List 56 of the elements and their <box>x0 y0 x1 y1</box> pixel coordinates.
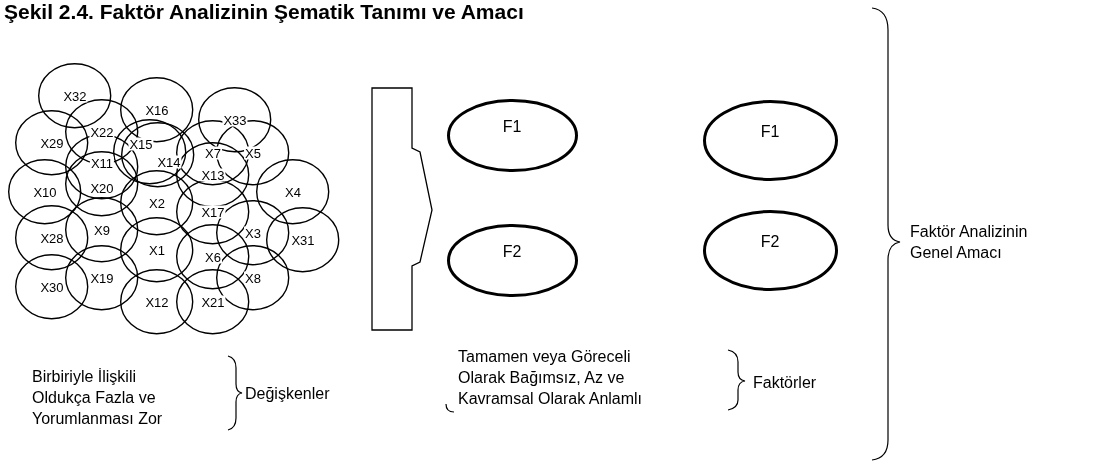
node-label: X5 <box>244 146 262 160</box>
variable-circle <box>120 170 194 236</box>
factor-ellipse <box>702 99 838 181</box>
node-label: X30 <box>39 280 65 294</box>
node-label: X12 <box>144 295 170 309</box>
node-label: X31 <box>290 233 316 247</box>
annotation-text: Tamamen veya Göreceli Olarak Bağımsız, Az ve Kavramsal Olarak Anlamlı <box>458 347 644 409</box>
node-label: X3 <box>244 226 262 240</box>
node-label: X21 <box>200 295 226 309</box>
variable-circle <box>38 63 112 129</box>
variable-circle <box>256 159 330 225</box>
node-label: X19 <box>89 271 115 285</box>
variable-circle <box>120 217 194 283</box>
node-label: X29 <box>39 136 65 150</box>
variable-circle <box>15 110 89 176</box>
node-label: X11 <box>89 156 115 170</box>
variable-circle <box>8 159 82 225</box>
variable-circle <box>266 207 340 273</box>
variable-circle <box>65 197 139 263</box>
node-label: X33 <box>222 113 248 127</box>
factor-ellipse <box>702 209 838 291</box>
node-label: X7 <box>204 146 222 160</box>
variable-circle <box>120 269 194 335</box>
variable-circle <box>15 205 89 271</box>
node-label: F2 <box>759 234 781 250</box>
node-label: X28 <box>39 231 65 245</box>
annotation-text: Faktör Analizinin Genel Amacı <box>910 222 1029 263</box>
block-arrow <box>370 86 436 334</box>
node-label: X9 <box>93 223 111 237</box>
factor-ellipse <box>446 98 578 172</box>
node-label: X15 <box>128 137 154 151</box>
node-label: X2 <box>148 196 166 210</box>
node-label: X16 <box>144 103 170 117</box>
node-label: X1 <box>148 243 166 257</box>
node-label: F2 <box>501 244 523 260</box>
node-label: X10 <box>32 185 58 199</box>
node-label: X8 <box>244 271 262 285</box>
node-label: X14 <box>156 155 182 169</box>
factor-ellipse <box>446 223 578 297</box>
node-label: X13 <box>200 168 226 182</box>
node-label: X17 <box>200 205 226 219</box>
variable-circle <box>121 122 195 188</box>
variable-circle <box>65 151 139 217</box>
node-label: X32 <box>62 89 88 103</box>
variable-circle <box>15 254 89 320</box>
node-label: X20 <box>89 181 115 195</box>
annotation-text: Birbiriyle İlişkili Oldukça Fazla ve Yorumlanması Zor <box>32 367 164 429</box>
node-label: X6 <box>204 250 222 264</box>
diagram-title: Şekil 2.4. Faktör Analizinin Şematik Tanımı ve Amacı <box>4 0 524 24</box>
node-label: F1 <box>759 124 781 140</box>
node-label: X4 <box>284 185 302 199</box>
annotation-text: Değişkenler <box>245 384 330 404</box>
annotation-text: Faktörler <box>753 373 817 393</box>
variable-circle <box>65 245 139 311</box>
node-label: X22 <box>89 125 115 139</box>
node-label: F1 <box>501 119 523 135</box>
